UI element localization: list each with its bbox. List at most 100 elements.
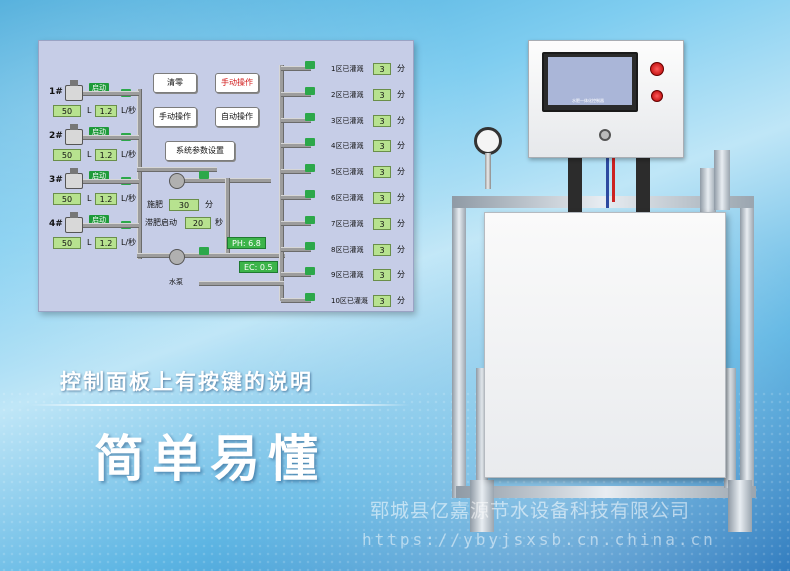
zone-unit: 分	[397, 89, 405, 99]
clear-button[interactable]: 清零	[153, 73, 197, 93]
frame-rail	[456, 486, 756, 498]
zone-value[interactable]: 3	[373, 269, 391, 282]
pipe-fitting	[700, 168, 716, 218]
fertilizer-machine-body	[484, 212, 726, 478]
valve-icon	[199, 171, 209, 179]
pipe	[83, 135, 139, 140]
zone-value[interactable]: 3	[373, 295, 391, 308]
valve-icon	[305, 86, 315, 95]
fertilize-unit: 分	[205, 200, 213, 209]
zone-unit: 分	[397, 296, 405, 306]
zone-label: 8区已灌溉	[331, 245, 364, 254]
pump-flow[interactable]: 1.2	[95, 149, 117, 161]
heading-large: 简单易懂	[94, 430, 326, 488]
pump-volume-unit: L	[87, 194, 92, 203]
pump-volume-unit: L	[87, 150, 92, 159]
pipe	[281, 91, 311, 97]
water-pump-icon	[169, 249, 185, 265]
red-cable	[612, 152, 615, 202]
zone-unit: 分	[397, 141, 405, 151]
watermark-url: https://ybyjsxsb.cn.china.cn	[362, 530, 716, 549]
auto-op-button[interactable]: 自动操作	[215, 107, 259, 127]
emergency-stop-knob-icon[interactable]	[650, 62, 664, 76]
pipe	[137, 89, 142, 259]
zone-label: 9区已灌溉	[331, 271, 364, 280]
zone-value[interactable]: 3	[373, 243, 391, 256]
zone-value[interactable]: 3	[373, 166, 391, 179]
pump-number: 1#	[49, 87, 63, 97]
pipe	[281, 143, 311, 149]
pump-mode-badge[interactable]: 启动	[89, 83, 109, 94]
zone-value[interactable]: 3	[373, 114, 391, 127]
pump-volume[interactable]: 50	[53, 105, 81, 117]
pump-flow[interactable]: 1.2	[95, 105, 117, 117]
frame-post	[740, 198, 754, 498]
pipe	[281, 169, 311, 175]
valve-icon	[305, 190, 315, 198]
zone-label: 7区已灌溉	[331, 219, 364, 228]
pump-volume[interactable]: 50	[53, 193, 81, 205]
pump-volume-unit: L	[87, 238, 92, 247]
valve-icon	[305, 267, 315, 276]
zone-label: 4区已灌溉	[331, 142, 364, 151]
pump-volume[interactable]: 50	[53, 149, 81, 161]
gauge-stem	[485, 153, 491, 189]
system-params-button[interactable]: 系统参数设置	[165, 141, 235, 161]
valve-icon	[305, 293, 315, 302]
ph-readout: PH: 6.8	[227, 237, 266, 249]
water-pump-label: 水泵	[169, 278, 183, 286]
delay-value[interactable]: 20	[185, 217, 211, 229]
zone-unit: 分	[397, 64, 405, 73]
pump-mode-badge[interactable]: 启动	[89, 127, 109, 138]
pump-number: 2#	[49, 131, 63, 141]
manual-op-red-button[interactable]: 手动操作	[215, 73, 259, 93]
zone-label: 10区已灌溉	[331, 297, 368, 306]
ec-readout: EC: 0.5	[239, 261, 278, 273]
pipe	[83, 179, 139, 184]
pump-flow-unit: L/秒	[121, 106, 137, 115]
pipe	[225, 253, 285, 258]
frame-foot	[728, 480, 752, 532]
zone-unit: 分	[397, 115, 405, 125]
valve-icon	[305, 138, 315, 147]
heading-divider	[30, 404, 410, 406]
fertilize-label: 施肥	[147, 200, 163, 209]
pipe	[281, 298, 311, 304]
pump-mode-badge[interactable]: 启动	[89, 215, 109, 226]
manual-op-button[interactable]: 手动操作	[153, 107, 197, 127]
touch-screen-display	[548, 57, 632, 105]
heading-small: 控制面板上有按键的说明	[60, 370, 313, 394]
zone-value[interactable]: 3	[373, 192, 391, 204]
zone-label: 5区已灌溉	[331, 168, 364, 177]
frame-foot	[470, 480, 494, 532]
pump-icon	[65, 212, 83, 233]
pump-number: 4#	[49, 219, 63, 229]
pump-flow[interactable]: 1.2	[95, 237, 117, 249]
zone-label: 2区已灌溉	[331, 90, 364, 99]
zone-label: 3区已灌溉	[331, 116, 364, 125]
pipe	[279, 65, 284, 301]
zone-value[interactable]: 3	[373, 88, 391, 101]
pump-flow-unit: L/秒	[121, 238, 137, 247]
pump-flow[interactable]: 1.2	[95, 193, 117, 205]
pump-volume[interactable]: 50	[53, 237, 81, 249]
pipe	[281, 117, 311, 123]
pipe-fitting	[714, 150, 730, 210]
zone-value[interactable]: 3	[373, 140, 391, 153]
frame-rail	[452, 196, 754, 208]
zone-value[interactable]: 3	[373, 217, 391, 230]
pump-icon	[65, 168, 83, 189]
valve-icon	[305, 61, 315, 69]
valve-icon	[305, 112, 315, 121]
pump-icon	[65, 80, 83, 101]
pump-volume-unit: L	[87, 106, 92, 115]
fertilize-value[interactable]: 30	[169, 199, 199, 211]
pump-mode-badge[interactable]: 启动	[89, 171, 109, 182]
zone-value[interactable]: 3	[373, 63, 391, 75]
zone-label: 1区已灌溉	[331, 65, 364, 73]
hmi-panel: 1# 启动 50 L 1.2 L/秒 2# 启动 50 L 1.2 L/秒 3#…	[38, 40, 414, 312]
valve-icon	[305, 215, 315, 224]
cabinet-latch-icon[interactable]	[599, 129, 611, 141]
pipe	[281, 272, 311, 278]
pipe	[281, 220, 311, 226]
